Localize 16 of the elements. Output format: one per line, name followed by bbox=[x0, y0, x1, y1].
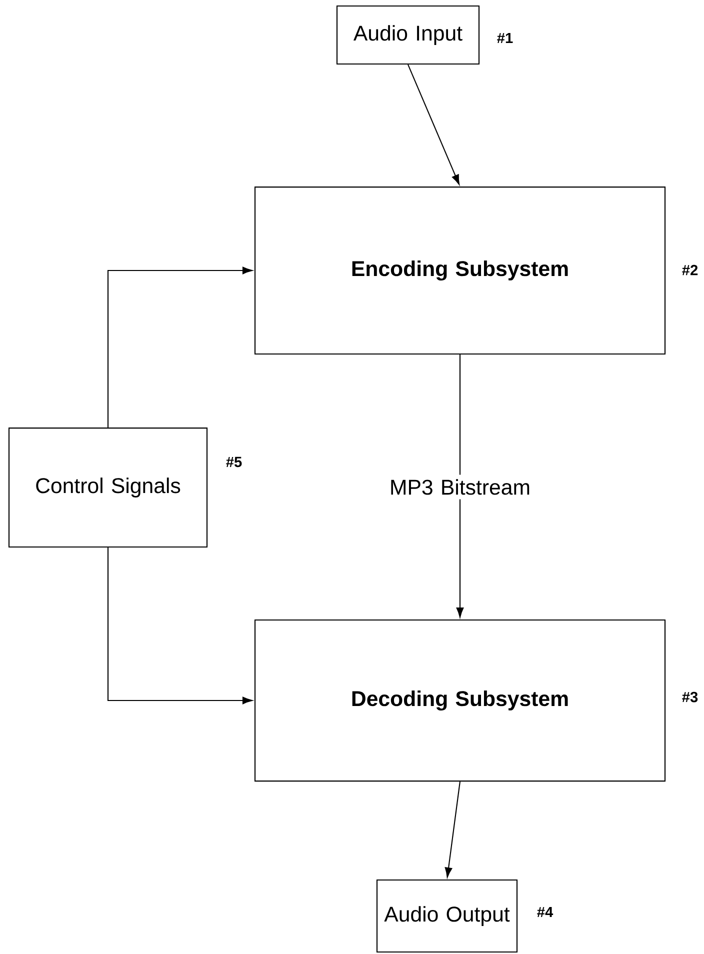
arrow bbox=[107, 548, 253, 704]
arrow bbox=[456, 354, 464, 618]
edge-label: MP3 Bitstream bbox=[382, 474, 538, 500]
process-box: Audio Output bbox=[376, 879, 518, 953]
arrow bbox=[444, 782, 461, 878]
box-number: #4 bbox=[537, 906, 554, 918]
box-number: #5 bbox=[226, 456, 242, 468]
box-number: #1 bbox=[497, 32, 513, 44]
process-box: Encoding Subsystem bbox=[254, 186, 666, 354]
process-box: Audio Input bbox=[336, 5, 480, 65]
box-number: #3 bbox=[682, 692, 698, 702]
process-box: Control Signals bbox=[8, 428, 208, 548]
arrow bbox=[107, 266, 253, 428]
arrow bbox=[408, 64, 460, 185]
process-box: Decoding Subsystem bbox=[254, 619, 666, 782]
box-number: #2 bbox=[682, 264, 698, 276]
